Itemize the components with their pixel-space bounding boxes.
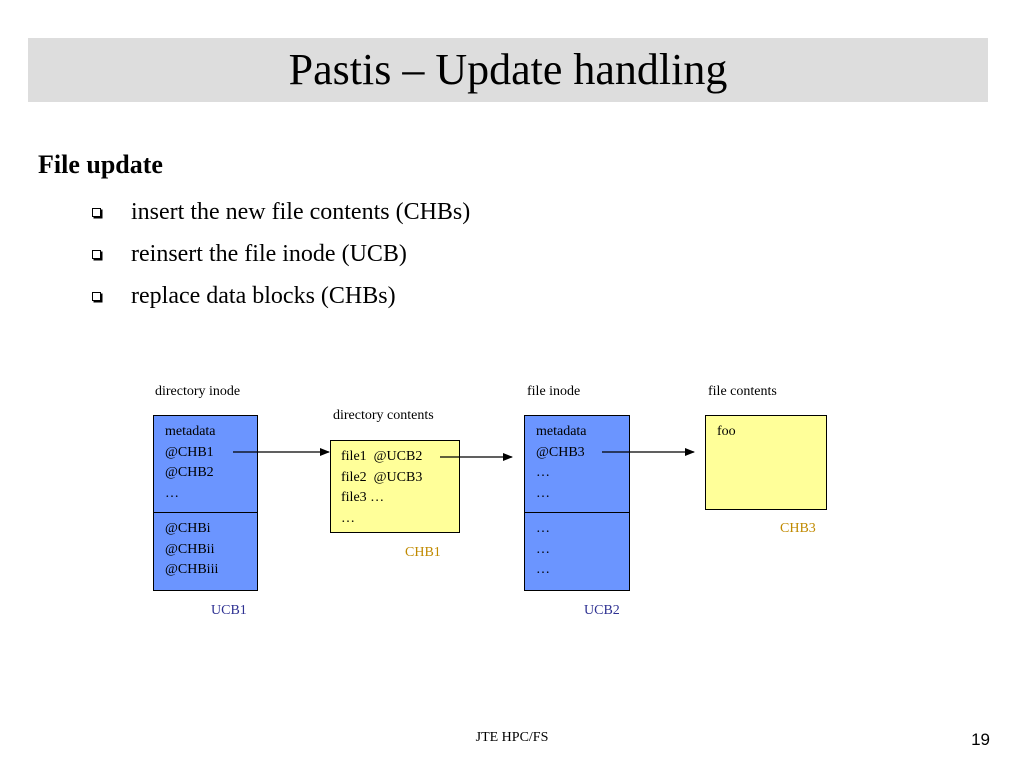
block-line: @CHB1 bbox=[165, 444, 214, 460]
block-line: foo bbox=[717, 424, 736, 439]
block-line: … bbox=[341, 510, 355, 526]
ucb1-top-block: metadata @CHB1 @CHB2 … bbox=[153, 415, 258, 513]
block-line: file3 … bbox=[341, 490, 385, 505]
ucb2-top-block: metadata @CHB3 … … bbox=[524, 415, 630, 513]
block-line: … bbox=[536, 465, 550, 480]
ucb2-tag: UCB2 bbox=[584, 603, 620, 618]
file-inode-label: file inode bbox=[527, 384, 581, 399]
ucb1-bottom-block: @CHBi @CHBii @CHBiii bbox=[153, 512, 258, 591]
block-line: … bbox=[536, 562, 550, 577]
footer-text: JTE HPC/FS bbox=[475, 730, 549, 745]
ucb2-bottom-block: … … … bbox=[524, 512, 630, 591]
block-line: @CHBiii bbox=[165, 562, 219, 577]
square-bullet-icon bbox=[92, 208, 101, 217]
slide-title: Pastis – Update handling bbox=[288, 45, 728, 94]
chb1-tag: CHB1 bbox=[405, 545, 441, 560]
block-line: … bbox=[536, 485, 550, 501]
bullet-item: reinsert the file inode (UCB) bbox=[92, 241, 407, 268]
bullet-text: replace data blocks (CHBs) bbox=[131, 283, 396, 309]
bullet-item: insert the new file contents (CHBs) bbox=[92, 199, 470, 226]
block-line: @CHBii bbox=[165, 541, 215, 557]
chb3-block: foo bbox=[705, 415, 827, 510]
title-bar: Pastis – Update handling bbox=[28, 38, 988, 102]
block-line: @CHB3 bbox=[536, 444, 585, 460]
block-line: … bbox=[536, 541, 550, 557]
block-line: metadata bbox=[536, 424, 587, 439]
bullet-text: reinsert the file inode (UCB) bbox=[131, 241, 407, 267]
bullet-text: insert the new file contents (CHBs) bbox=[131, 199, 471, 225]
ucb1-tag: UCB1 bbox=[211, 603, 247, 618]
block-line: file2 @UCB3 bbox=[341, 469, 423, 485]
square-bullet-icon bbox=[92, 292, 101, 301]
block-line: @CHB2 bbox=[165, 465, 214, 480]
bullet-item: replace data blocks (CHBs) bbox=[92, 283, 396, 310]
chb1-block: file1 @UCB2 file2 @UCB3 file3 … … bbox=[330, 440, 460, 533]
block-line: file1 @UCB2 bbox=[341, 449, 423, 464]
block-line: metadata bbox=[165, 424, 216, 439]
directory-inode-label: directory inode bbox=[155, 384, 241, 399]
block-line: … bbox=[536, 521, 550, 536]
chb3-tag: CHB3 bbox=[780, 521, 816, 536]
file-contents-label: file contents bbox=[708, 384, 777, 399]
directory-contents-label: directory contents bbox=[333, 408, 434, 423]
block-line: @CHBi bbox=[165, 521, 211, 536]
page-number: 19 bbox=[971, 730, 990, 749]
section-heading: File update bbox=[38, 150, 163, 179]
square-bullet-icon bbox=[92, 250, 101, 259]
block-line: … bbox=[165, 485, 179, 501]
